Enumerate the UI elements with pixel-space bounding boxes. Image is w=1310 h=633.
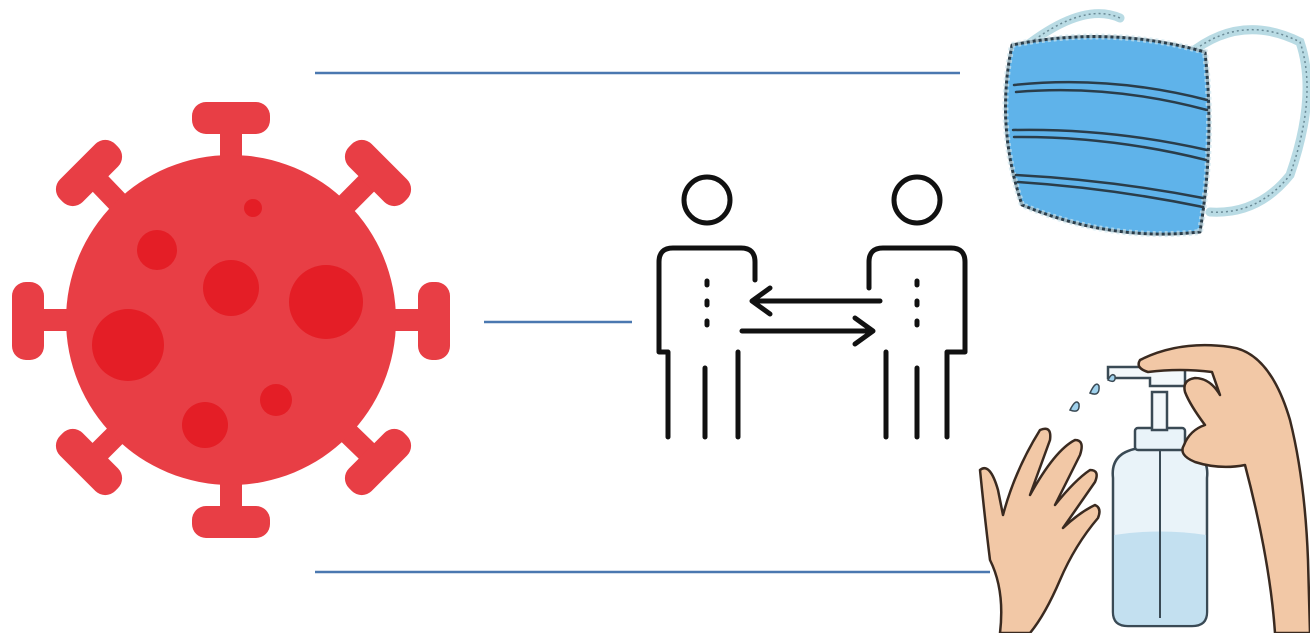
virus-icon (12, 102, 450, 538)
face-mask-icon (1002, 9, 1310, 238)
virus-spots (92, 199, 363, 448)
hand-sanitizer-icon (978, 343, 1310, 633)
social-distancing-icon (656, 174, 968, 440)
